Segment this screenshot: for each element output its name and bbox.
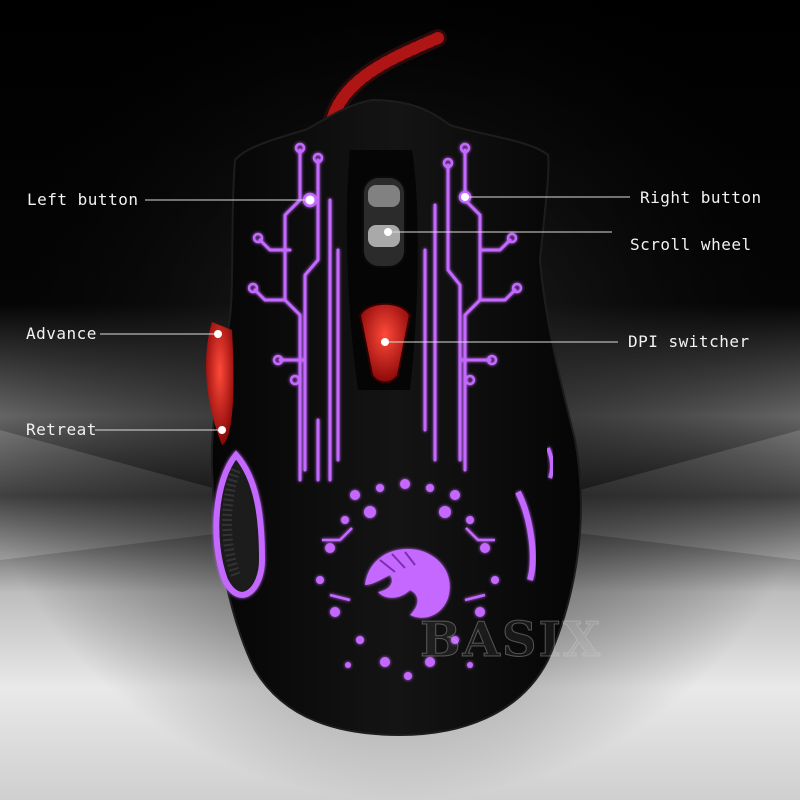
brand-watermark: BASIX — [419, 612, 603, 669]
scroll-wheel-label: Scroll wheel — [630, 235, 752, 254]
dpi-switcher-label: DPI switcher — [628, 332, 750, 351]
eagle-logo-icon — [365, 549, 450, 618]
right-button-label: Right button — [640, 188, 762, 207]
left-button-label: Left button — [27, 190, 139, 209]
mouse-body — [210, 98, 582, 737]
advance-label: Advance — [26, 324, 97, 343]
retreat-label: Retreat — [26, 420, 97, 439]
